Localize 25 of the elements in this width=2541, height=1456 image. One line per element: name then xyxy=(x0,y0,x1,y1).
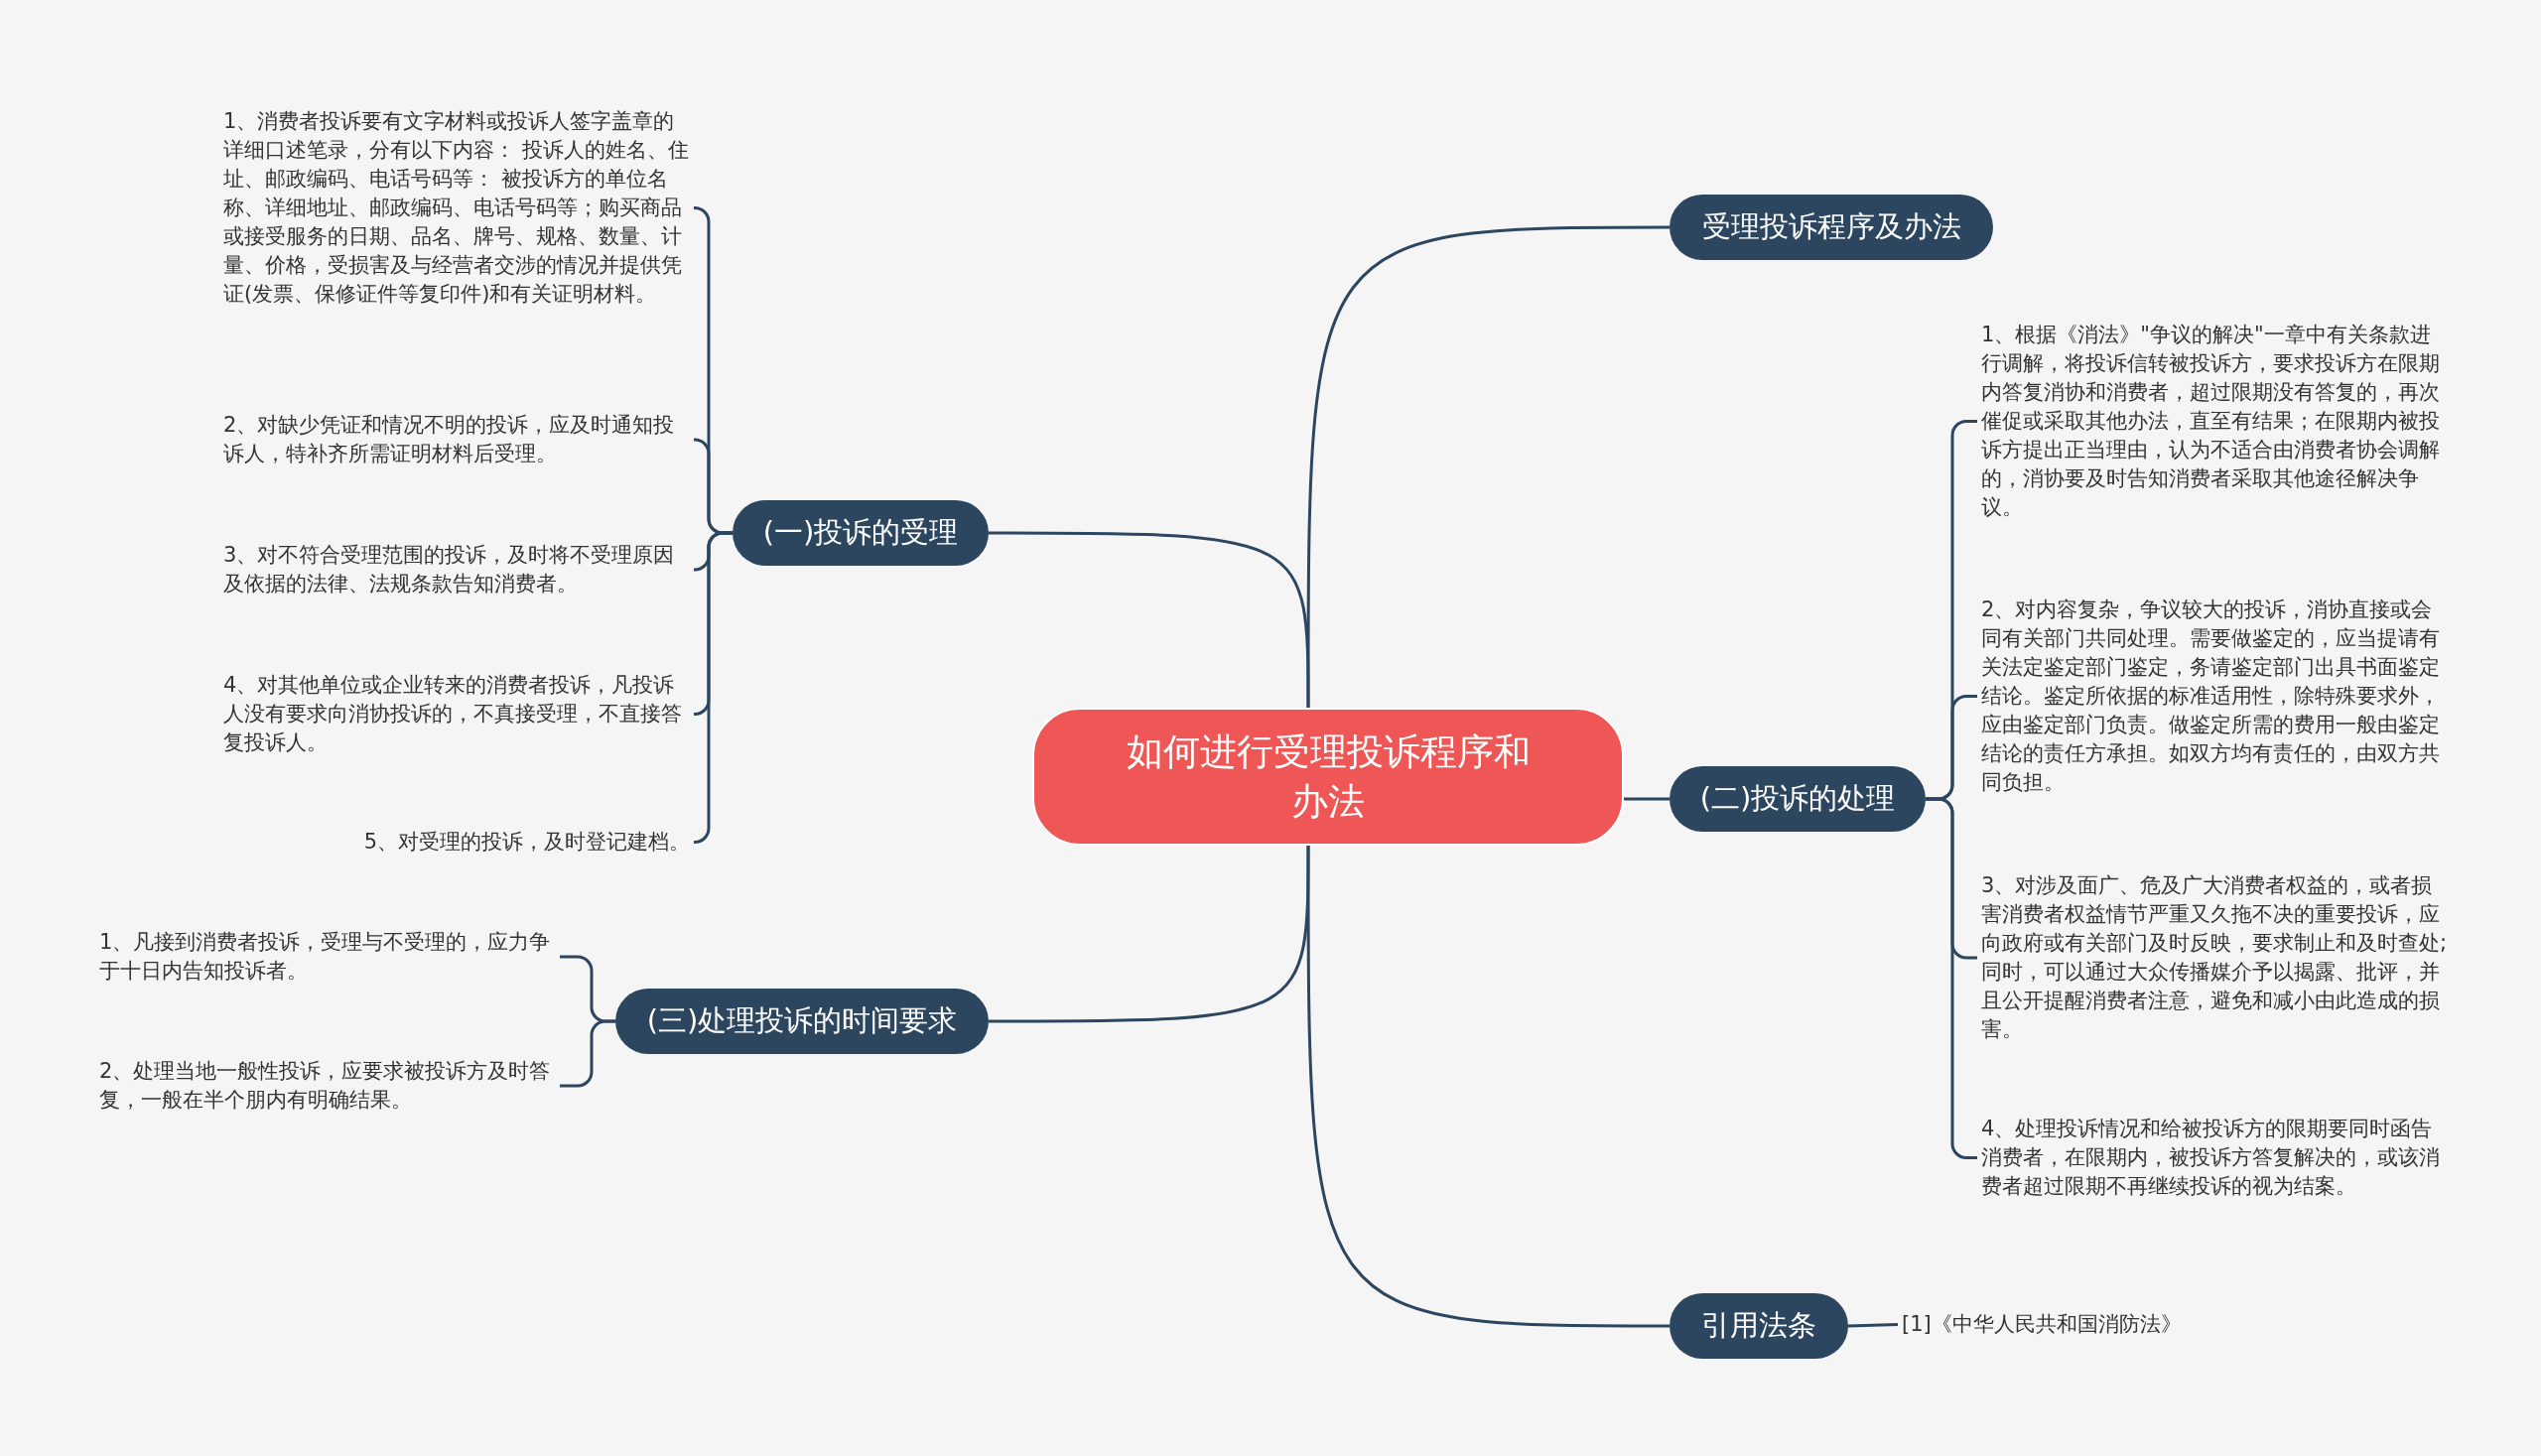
note-text: 1、凡接到消费者投诉，受理与不受理的，应力争于十日内告知投诉者。 xyxy=(99,929,552,985)
note-text: 3、对涉及面广、危及广大消费者权益的，或者损害消费者权益情节严重又久拖不决的重要投诉，应向政府或有关部门及时反映，要求制止和及时查处;同时，可以通过大众传播媒介予以揭露、批评，并且公开提醒消费者注意，避免和减小由此造成的损害。 xyxy=(1981,872,2448,1043)
note-text: 4、对其他单位或企业转来的消费者投诉，凡投诉人没有要求向消协投诉的，不真接受理，不直接答复投诉人。 xyxy=(223,672,683,756)
note-text: 1、根据《消法》"争议的解决"一章中有关条款进行调解，将投诉信转被投诉方，要求投诉方在限期内答复消协和消费者，超过限期没有答复的，再次催促或采取其他办法，直至有结果；在限期内被投诉方提出正当理由，认为不适合由消费者协会调解的，消协要及时告知消费者采取其他途径解决争议。 xyxy=(1981,322,2441,521)
topic-pill: 引用法条 xyxy=(1670,1293,1848,1359)
note-text: 3、对不符合受理范围的投诉，及时将不受理原因及依据的法律、法规条款告知消费者。 xyxy=(223,542,676,597)
note-text: 5、对受理的投诉，及时登记建档。 xyxy=(363,829,690,856)
connector-line xyxy=(1624,797,1670,801)
connector-line xyxy=(1306,846,1670,1328)
connector-line xyxy=(1306,225,1670,708)
connector-line xyxy=(1847,1323,1899,1328)
topic-pill: (一)投诉的受理 xyxy=(733,500,989,566)
connector-line xyxy=(989,531,1310,708)
note-text: 1、消费者投诉要有文字材料或投诉人签字盖章的详细口述笔录，分有以下内容： 投诉人的姓名、住址、邮政编码、电话号码等： 被投诉方的单位名称、详细地址、邮政编码、电话号码等；购买商品或接受服务的日期、品名、牌号、规格、数量、计量、价格，受损害及与经营者交涉的情况并提供凭证(发票、保修证件等复印件)和有关证明材料。 xyxy=(223,108,690,308)
topic-pill: 受理投诉程序及办法 xyxy=(1670,195,1993,260)
central-topic: 如何进行受理投诉程序和办法 xyxy=(1032,708,1624,846)
note-text: 2、对缺少凭证和情况不明的投诉，应及时通知投诉人，特补齐所需证明材料后受理。 xyxy=(223,412,676,467)
note-text: [1]《中华人民共和国消防法》 xyxy=(1902,1311,2182,1338)
connector-line xyxy=(989,846,1310,1023)
topic-pill: (二)投诉的处理 xyxy=(1670,766,1926,832)
connector-line xyxy=(693,531,733,844)
note-text: 2、对内容复杂，争议较大的投诉，消协直接或会同有关部门共同处理。需要做鉴定的，应当提请有关法定鉴定部门鉴定，务请鉴定部门出具书面鉴定结论。鉴定所依据的标准适用性，除特殊要求外，应由鉴定部门负责。做鉴定所需的费用一般由鉴定结论的责任方承担。如双方均有责任的，由双方共同负担。 xyxy=(1981,596,2441,796)
note-text: 2、处理当地一般性投诉，应要求被投诉方及时答复，一般在半个朋内有明确结果。 xyxy=(99,1058,552,1114)
topic-pill: (三)处理投诉的时间要求 xyxy=(615,989,989,1054)
note-text: 4、处理投诉情况和给被投诉方的限期要同时函告消费者，在限期内，被投诉方答复解决的，或该消费者超过限期不再继续投诉的视为结案。 xyxy=(1981,1116,2441,1200)
